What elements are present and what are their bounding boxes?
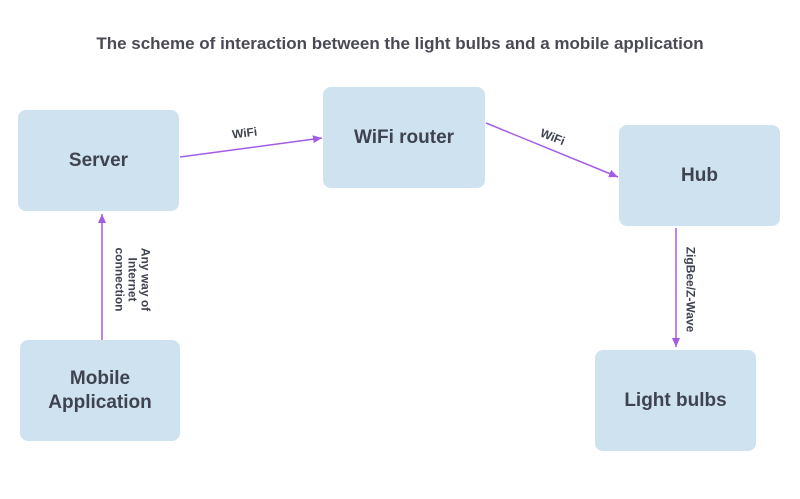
node-mobile-application: Mobile Application <box>20 340 180 441</box>
node-hub-label: Hub <box>681 164 718 186</box>
edge-label-mobile-server-line1: Any way of <box>138 247 153 312</box>
node-light-bulbs: Light bulbs <box>595 350 756 451</box>
edge-router-hub <box>485 122 619 178</box>
edge-label-mobile-server-line2: Internet <box>125 257 140 302</box>
edge-label-hub-bulbs: ZigBee/Z-Wave <box>683 246 698 333</box>
diagram-title: The scheme of interaction between the li… <box>96 34 704 53</box>
edge-label-mobile-server-line3: connection <box>112 247 127 312</box>
node-server: Server <box>18 110 179 211</box>
node-wifi-router-label: WiFi router <box>353 126 455 148</box>
node-light-bulbs-label: Light bulbs <box>624 389 727 411</box>
node-hub: Hub <box>619 125 780 226</box>
node-server-label: Server <box>68 149 129 171</box>
edge-label-mobile-server: Any way of Internet connection <box>112 240 153 320</box>
node-mobile-line1: Mobile <box>69 367 131 389</box>
node-mobile-line2: Application <box>48 391 152 413</box>
node-wifi-router: WiFi router <box>323 87 485 188</box>
edge-server-router <box>179 135 323 158</box>
